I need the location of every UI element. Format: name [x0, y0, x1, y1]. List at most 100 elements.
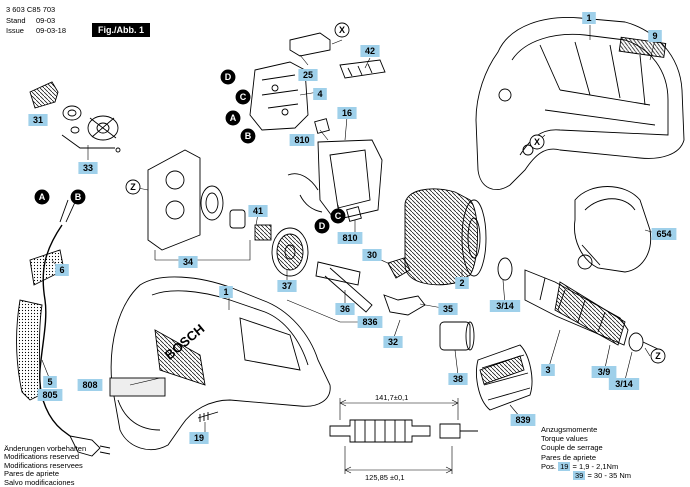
sleeve-drawing: [439, 321, 475, 351]
part-tag-label: 4: [317, 89, 322, 99]
marker-label: A: [39, 192, 46, 202]
brush-holder-drawing: [287, 139, 383, 221]
marker-mZ1: Z: [125, 179, 141, 195]
part-tag-box: [510, 414, 536, 426]
stand-label: Stand: [6, 16, 26, 25]
part-tag-label: 19: [194, 433, 204, 443]
part-tag-t25: 25: [298, 69, 318, 81]
part-tag-label: 810: [294, 135, 309, 145]
issue-label: Issue: [6, 26, 24, 35]
part-tag-t1b: 1: [219, 286, 233, 298]
doc-number: 3 603 C85 703: [6, 5, 56, 14]
torque-row: Pos. 19 = 1,9 - 2,1Nm: [541, 461, 631, 471]
torque-table: Anzugsmomente Torque values Couple de se…: [541, 425, 631, 481]
brush-plate-drawing: [339, 59, 386, 79]
note-line: Modifications reserved: [4, 452, 80, 462]
marker-circle: [529, 134, 545, 150]
dimension-top: 141,7±0,1: [375, 393, 408, 402]
part-tag-t314a: 3/14: [489, 300, 521, 312]
part-tag-t808: 808: [77, 379, 103, 391]
marker-mA2: A: [225, 110, 241, 126]
part-tag-box: [455, 277, 469, 289]
marker-label: C: [335, 211, 342, 221]
marker-circle: [220, 69, 236, 85]
part-tag-t19: 19: [189, 432, 209, 444]
part-tag-label: 810: [342, 233, 357, 243]
part-tag-t9: 9: [648, 30, 662, 42]
part-tag-box: [362, 249, 382, 261]
part-tag-t805: 805: [37, 389, 63, 401]
bearing-drawing: [200, 185, 224, 221]
leader-lines: [41, 25, 659, 436]
torque-value: = 1,9 - 2,1Nm: [572, 461, 619, 471]
part-tag-box: [438, 303, 458, 315]
part-tag-box: [448, 373, 468, 385]
part-tag-box: [648, 30, 662, 42]
part-tag-t4: 4: [313, 88, 327, 100]
part-tag-box: [28, 114, 48, 126]
notes-block: Änderungen vorbehalten Modifications res…: [4, 444, 87, 487]
part-tag-box: [608, 378, 640, 390]
handle-cover-drawing: [574, 186, 652, 273]
marker-circle: [334, 22, 350, 38]
part-tag-label: 839: [515, 415, 530, 425]
part-tag-label: 32: [388, 337, 398, 347]
dimension-drawing: [329, 398, 478, 474]
armature-drawing: [497, 257, 661, 352]
part-tag-t1a: 1: [582, 12, 596, 24]
marker-circle: [314, 218, 330, 234]
torque-heading: Pares de apriete: [541, 452, 597, 462]
part-tag-label: 38: [453, 374, 463, 384]
part-tag-t30: 30: [362, 249, 382, 261]
marker-label: Z: [130, 182, 136, 192]
part-tag-t5: 5: [43, 376, 57, 388]
torque-part-tag: 39: [573, 471, 586, 481]
marker-circle: [240, 128, 256, 144]
housing-half-drawing: [475, 17, 685, 190]
marker-circle: [330, 208, 346, 224]
marker-circle: [34, 189, 50, 205]
part-tag-box: [335, 303, 355, 315]
marker-mD1: D: [220, 69, 236, 85]
part-tag-t33: 33: [78, 162, 98, 174]
issue-value: 09-03-18: [36, 26, 67, 35]
part-tag-label: 654: [656, 229, 671, 239]
note-line: Änderungen vorbehalten: [4, 444, 87, 453]
part-tag-label: 5: [47, 377, 52, 387]
part-tag-label: 1: [223, 287, 228, 297]
part-tag-label: 3/9: [598, 367, 611, 377]
marker-label: X: [534, 137, 540, 147]
part-tag-label: 25: [303, 70, 313, 80]
part-tag-label: 9: [652, 31, 657, 41]
part-tag-box: [189, 432, 209, 444]
part-tag-box: [248, 205, 268, 217]
marker-circle: [70, 189, 86, 205]
part-tag-label: 3: [545, 365, 550, 375]
part-tag-box: [651, 228, 677, 240]
marker-circle: [125, 179, 141, 195]
part-tag-box: [360, 45, 380, 57]
marker-mD2: D: [314, 218, 330, 234]
part-tag-box: [298, 69, 318, 81]
note-line: Salvo modificaciones: [4, 477, 75, 487]
part-tag-t16: 16: [337, 107, 357, 119]
part-tag-box: [37, 389, 63, 401]
part-tag-box: [55, 264, 69, 276]
part-tag-t36: 36: [335, 303, 355, 315]
part-tag-box: [178, 256, 198, 268]
spindle-drawing: [315, 261, 373, 313]
marker-mX2: X: [529, 134, 545, 150]
part-tag-box: [77, 379, 103, 391]
part-tag-t38: 38: [448, 373, 468, 385]
part-tag-label: 3/14: [615, 379, 633, 389]
marker-label: Z: [655, 351, 661, 361]
bearing-plate-drawing: [147, 149, 201, 251]
figure-label: Fig./Abb. 1: [92, 23, 150, 37]
part-tag-label: 37: [282, 281, 292, 291]
torque-row: 39 = 30 - 35 Nm: [541, 471, 631, 481]
marker-label: A: [230, 113, 237, 123]
part-tag-box: [43, 376, 57, 388]
part-tag-box: [313, 88, 327, 100]
